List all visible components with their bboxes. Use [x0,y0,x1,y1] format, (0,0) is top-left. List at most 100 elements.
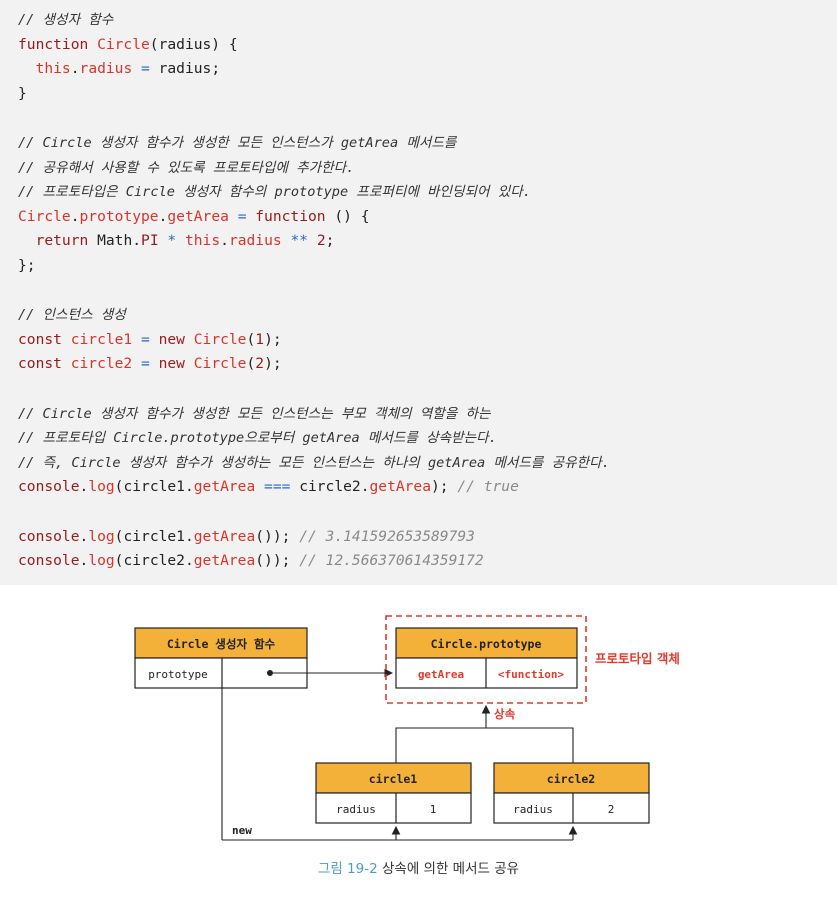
circle2-radius-value: 2 [608,803,615,816]
code-line: console.log(circle1.getArea()); // 3.141… [18,527,475,547]
code-token: console [18,552,80,570]
code-token: prototype [79,207,159,225]
code-line: const circle1 = new Circle(1); [18,330,282,350]
code-line: this.radius = radius; [18,59,221,79]
code-line: // 생성자 함수 [18,10,113,30]
code-token: getArea [369,478,432,496]
code-token: // 인스턴스 생성 [18,307,126,324]
code-token: Circle [97,35,150,53]
code-token: Circle [193,330,247,348]
code-line: console.log(circle1.getArea === circle2.… [18,477,519,497]
code-token: (circle1. [114,478,194,496]
code-line: // Circle 생성자 함수가 생성한 모든 인스턴스는 부모 객체의 역할… [18,404,490,424]
code-line: // 프로토타입은 Circle 생성자 함수의 prototype 프로퍼티에… [18,182,531,202]
code-token: ()); [255,552,300,570]
code-token: getArea [193,527,256,545]
code-token: radius; [158,60,221,78]
circle1-radius-key: radius [336,803,376,816]
code-token: Circle [193,355,247,373]
constructor-prototype-key: prototype [148,668,208,681]
code-token: === [255,478,300,496]
code-token: (radius) { [149,35,238,53]
inherit-label: 상속 [494,707,516,721]
code-line: Circle.prototype.getArea = function () { [18,207,370,227]
circle2-title: circle2 [547,772,595,786]
code-token: ); [264,330,282,348]
constructor-title: Circle 생성자 함수 [167,637,276,651]
code-line: // 인스턴스 생성 [18,305,126,325]
code-line: const circle2 = new Circle(2); [18,354,282,374]
circle1-radius-value: 1 [430,803,437,816]
code-token: () { [325,207,370,225]
code-line: // 프로토타입 Circle.prototype으로부터 getArea 메서… [18,428,497,448]
figure-caption: 그림 19-2 상속에 의한 메서드 공유 [0,857,837,877]
code-token [18,232,36,249]
code-line: function Circle(radius) { [18,35,238,55]
code-token: // 프로토타입 Circle.prototype으로부터 getArea 메서… [18,430,497,447]
code-token: 2 [255,355,265,373]
code-token: const [18,355,71,373]
code-token: 1 [255,330,265,348]
code-token: // 즉, Circle 생성자 함수가 생성하는 모든 인스턴스는 하나의 g… [18,454,610,471]
code-token: this [184,232,221,250]
code-token: this [35,60,71,78]
circle2-radius-key: radius [513,803,553,816]
code-line: console.log(circle2.getArea()); // 12.56… [18,551,484,571]
prototype-box: Circle.prototype getArea <function> [395,627,578,689]
constructor-box: Circle 생성자 함수 prototype [134,627,308,689]
code-token: console [18,527,80,545]
code-token: return [35,232,98,250]
code-token: PI [141,232,159,250]
code-token: // 공유해서 사용할 수 있도록 프로토타입에 추가한다. [18,159,355,176]
code-token: ); [264,355,282,373]
code-token: ; [325,232,335,250]
code-token: . [132,232,142,250]
code-token: = [132,355,159,373]
code-token: getArea [193,552,256,570]
code-token: . [158,207,168,225]
code-token: function [255,207,326,225]
code-token: . [70,60,80,78]
prototype-title: Circle.prototype [431,637,542,651]
code-token: const [18,330,71,348]
code-token: log [88,552,115,570]
circle1-title: circle1 [369,772,418,786]
code-token: getArea [193,478,256,496]
code-token: } [18,84,27,102]
code-token: circle2. [299,478,370,496]
circle1-box: circle1 radius 1 [315,762,472,824]
code-token: Math [97,232,133,250]
code-token: // 프로토타입은 Circle 생성자 함수의 prototype 프로퍼티에… [18,184,531,201]
code-line: return Math.PI * this.radius ** 2; [18,231,335,251]
code-token: . [79,478,89,496]
figure-number: 그림 19-2 [317,861,378,877]
figure-caption-text: 상속에 의한 메서드 공유 [382,861,520,877]
code-token: * [158,232,185,250]
code-token: // Circle 생성자 함수가 생성한 모든 인스턴스가 getArea 메… [18,135,457,151]
code-token: // Circle 생성자 함수가 생성한 모든 인스턴스는 부모 객체의 역할… [18,405,491,422]
circle2-box: circle2 radius 2 [493,762,650,824]
prototype-reference-dot [267,670,273,676]
code-token: = [132,60,159,78]
prototype-object-label: 프로토타입 객체 [595,651,680,666]
code-token: // 3.141592653589793 [299,527,475,545]
code-token: . [70,207,80,225]
inherit-branch-line [395,727,574,763]
code-token: . [220,232,229,250]
code-token: ()); [255,527,300,545]
code-token [18,60,36,77]
code-token: radius [79,60,133,78]
prototype-object-frame [385,615,587,704]
code-token: ( [246,330,256,348]
code-line: // 공유해서 사용할 수 있도록 프로토타입에 추가한다. [18,158,354,178]
code-token: new [158,330,194,348]
code-token: log [88,527,115,545]
code-token: }; [18,257,36,274]
code-line: } [18,84,27,104]
code-token: circle1 [70,330,133,348]
code-token: ( [246,355,256,373]
code-token: circle2 [70,355,133,373]
code-token: // 12.566370614359172 [299,552,484,570]
code-token: ** [281,232,317,250]
code-token: // true [457,478,519,496]
